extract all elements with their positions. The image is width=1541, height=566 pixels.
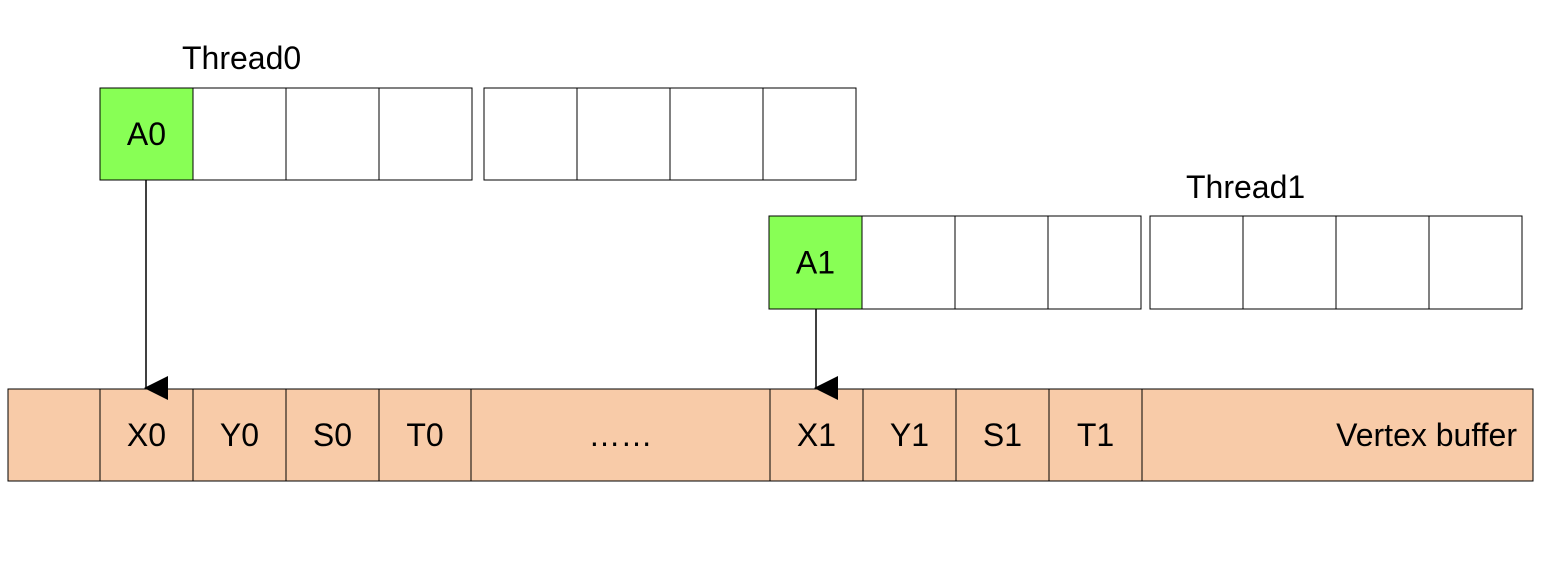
vertex-buffer-cell-label: Y1: [890, 417, 929, 453]
vertex-buffer-cell-label: X1: [797, 417, 836, 453]
thread1-b-cell: [1149, 215, 1244, 310]
vertex-buffer-cell-label: S0: [313, 417, 352, 453]
thread1-b-cell: [1428, 215, 1523, 310]
thread0-a-cell: [285, 87, 380, 181]
thread0-block-b: [483, 87, 857, 181]
thread0-a-cell-label: A0: [127, 116, 166, 152]
thread1-b-cell: [1335, 215, 1430, 310]
vertex-buffer-cell-label: S1: [983, 417, 1022, 453]
thread1-a-cell: [954, 215, 1049, 310]
thread0-b-cell: [669, 87, 764, 181]
thread1-label: Thread1: [1186, 169, 1305, 205]
vertex-buffer-cell: [862, 388, 957, 482]
thread0-block-a: A0: [99, 87, 473, 181]
thread0-b-cell: [576, 87, 671, 181]
vertex-buffer-cell-label: Y0: [220, 417, 259, 453]
vertex-buffer-cell-label: ……: [589, 417, 653, 453]
vertex-buffer-cell: [378, 388, 472, 482]
vertex-buffer-cell-label: Vertex buffer: [1336, 417, 1517, 453]
thread1-block-b: [1149, 215, 1523, 310]
thread1-b-cell: [1242, 215, 1337, 310]
thread1-a-cell: [768, 215, 863, 310]
vertex-buffer-cell-label: T0: [406, 417, 443, 453]
vertex-buffer-cell: [7, 388, 101, 482]
thread0-a-cell: [378, 87, 473, 181]
thread0-a-cell: [192, 87, 287, 181]
vertex-buffer: X0 Y0 S0 T0 …… X1 Y1 S1 T1 Vertex buffer: [7, 388, 1534, 482]
thread1-block-a: A1: [768, 215, 1142, 310]
thread1-a-cell: [861, 215, 956, 310]
vertex-buffer-cell: [285, 388, 380, 482]
vertex-buffer-cell: [955, 388, 1050, 482]
thread0-b-cell: [762, 87, 857, 181]
thread0-label: Thread0: [182, 40, 301, 76]
vertex-buffer-cell: [769, 388, 864, 482]
thread0-b-cell: [483, 87, 578, 181]
vertex-buffer-cell: [470, 388, 771, 482]
vertex-buffer-cell: [1141, 388, 1534, 482]
vertex-buffer-cell-label: T1: [1077, 417, 1114, 453]
vertex-buffer-cell-label: X0: [127, 417, 166, 453]
thread1-a-cell-label: A1: [796, 245, 835, 281]
vertex-buffer-cell: [192, 388, 287, 482]
thread0-a-cell: [99, 87, 194, 181]
thread1-a-cell: [1047, 215, 1142, 310]
